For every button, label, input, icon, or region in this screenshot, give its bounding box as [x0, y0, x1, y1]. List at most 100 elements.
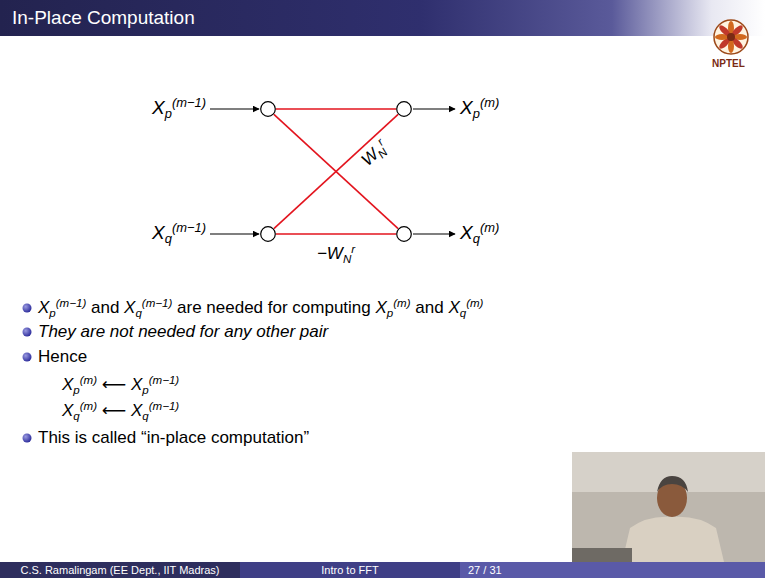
video-desk	[572, 548, 632, 562]
bullet-text: Xp(m−1) and Xq(m−1) are needed for compu…	[38, 297, 483, 320]
text-run: They are not needed for any other pair	[38, 322, 328, 341]
text-run: and	[86, 298, 124, 317]
signal-arrows	[210, 109, 455, 234]
output-arrow	[413, 108, 455, 109]
node-outline	[260, 226, 276, 242]
assignment-text: Xq(m) ⟵ Xq(m−1)	[62, 400, 179, 423]
math-subscript: q	[142, 410, 148, 422]
footer-segment	[460, 562, 765, 578]
math-subscript: q	[460, 307, 466, 319]
butterfly-branch	[274, 114, 398, 228]
footer-title: Intro to FFT	[240, 562, 460, 578]
butterfly-branch	[276, 108, 396, 110]
math-subscript: p	[387, 307, 393, 319]
math-subscript: p	[165, 106, 172, 121]
math-superscript: (m−1)	[149, 400, 179, 412]
text-run: are needed for computing	[172, 298, 375, 317]
slide-title: In-Place Computation	[12, 6, 195, 30]
math-superscript: (m−1)	[172, 220, 206, 235]
output-arrow	[413, 233, 455, 234]
butterfly-node: Xq(m−1)	[260, 226, 276, 242]
bullet-marks	[23, 304, 32, 443]
node-circle	[397, 102, 412, 117]
node-circle	[261, 102, 276, 117]
math-superscript: (m)	[80, 374, 97, 386]
math-subscript: N	[343, 252, 351, 264]
video-person-hair	[657, 476, 688, 492]
text-run: This is called “in-place computation”	[38, 428, 309, 447]
math-superscript: (m)	[466, 297, 483, 309]
math-symbol: X	[448, 298, 459, 317]
bullet-ball	[23, 353, 32, 362]
node-circle	[397, 227, 412, 242]
footer-author: C.S. Ramalingam (EE Dept., IIT Madras)	[0, 562, 240, 578]
math-subscript: q	[165, 231, 172, 246]
butterfly-node: Xp(m)	[396, 101, 412, 117]
bullet-ball	[23, 434, 32, 443]
input-arrow	[210, 233, 259, 234]
text-run: NPTEL	[712, 58, 745, 69]
butterfly-node: Xq(m)	[396, 226, 412, 242]
text-run: In-Place Computation	[12, 7, 195, 28]
math-superscript: (m)	[80, 400, 97, 412]
math-symbol: −W	[317, 244, 343, 263]
logo-text: NPTEL	[712, 58, 745, 70]
math-superscript: (m)	[480, 95, 499, 110]
text-run: Hence	[38, 347, 87, 366]
math-subscript: p	[142, 384, 148, 396]
math-superscript: (m)	[393, 297, 410, 309]
bullet-text: This is called “in-place computation”	[38, 427, 309, 449]
bullet-ball	[23, 328, 32, 337]
math-symbol: X	[460, 97, 473, 118]
math-symbol: X	[62, 375, 73, 394]
nptel-logo	[714, 20, 748, 54]
math-subscript: p	[73, 384, 79, 396]
video-person-body	[622, 517, 724, 562]
math-symbol: X	[152, 97, 165, 118]
math-symbol: X	[152, 222, 165, 243]
math-superscript: (m−1)	[56, 297, 86, 309]
node-circle	[261, 227, 276, 242]
twiddle-factor: −WNr	[315, 244, 357, 265]
page-number: 27 / 31	[468, 562, 502, 578]
assignment-text: Xp(m) ⟵ Xp(m−1)	[62, 374, 179, 397]
footer-segment	[240, 562, 460, 578]
text-run: 27 / 31	[468, 564, 502, 576]
bullet-ball	[23, 304, 32, 313]
math-superscript: (m−1)	[142, 297, 172, 309]
text-run: and	[411, 298, 449, 317]
text-run: ⟵	[97, 375, 131, 394]
bullet-text: They are not needed for any other pair	[38, 321, 328, 343]
math-superscript: r	[351, 242, 355, 254]
math-superscript: r	[375, 136, 386, 147]
node-outline	[396, 101, 412, 117]
math-symbol: X	[131, 375, 142, 394]
signal-label: Xp(m)	[460, 96, 499, 122]
butterfly-branch	[274, 114, 398, 228]
math-symbol: X	[38, 298, 49, 317]
math-symbol: X	[376, 298, 387, 317]
math-subscript: q	[73, 410, 79, 422]
math-symbol: X	[124, 298, 135, 317]
text-run: Intro to FFT	[321, 564, 378, 576]
math-symbol: X	[131, 401, 142, 420]
logo-center	[727, 33, 735, 41]
signal-label: Xp(m−1)	[152, 96, 206, 122]
signal-label: Xq(m)	[460, 221, 499, 247]
signal-label: Xq(m−1)	[152, 221, 206, 247]
math-subscript: q	[135, 307, 141, 319]
input-arrow	[210, 108, 259, 109]
logo-ring	[714, 20, 748, 54]
text-run: ⟵	[97, 401, 131, 420]
video-frame	[572, 452, 765, 562]
math-subscript: q	[473, 231, 480, 246]
math-subscript: p	[49, 307, 55, 319]
math-superscript: (m−1)	[172, 95, 206, 110]
node-outline	[260, 101, 276, 117]
butterfly-branch	[276, 233, 396, 235]
twiddle-factor: WNr	[356, 136, 394, 173]
lecturer-video	[572, 452, 765, 562]
math-superscript: (m)	[480, 220, 499, 235]
